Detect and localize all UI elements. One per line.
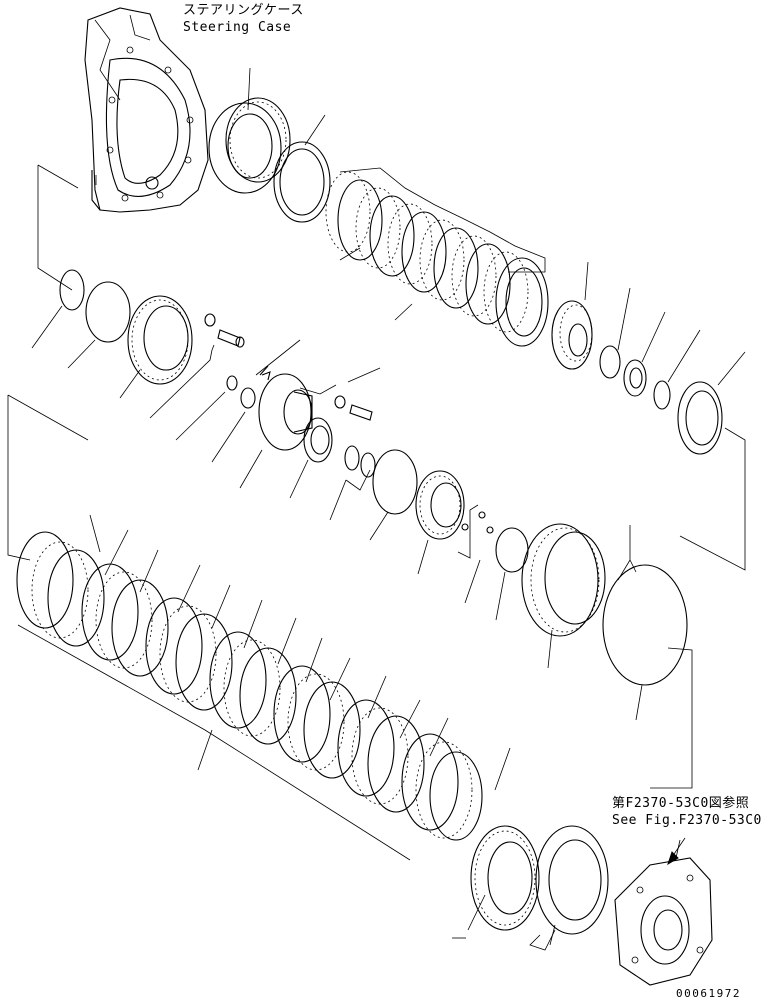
collar-pair [344,445,376,478]
snap-ring-b [653,380,671,410]
steering-case-label-en: Steering Case [183,20,292,35]
steering-case-drawing [84,7,209,213]
leader-lines [7,67,746,951]
drum [521,523,606,637]
large-o-ring [602,564,688,686]
steering-case-label-jp: ステアリングケース [183,3,304,18]
seal-ring-right [677,381,723,455]
arrow-to-cover [667,837,686,866]
seal-mid [303,417,333,463]
pressure-plate [470,825,540,931]
ball-set [461,511,494,534]
ring-gear [208,97,291,194]
hub [415,470,465,540]
end-plate [535,825,609,935]
o-ring-left-b [85,281,131,343]
drawing-number: 00061972 [676,987,741,1000]
see-fig-label-jp: 第F2370-53C0図参照 [612,796,750,811]
o-ring-mid [372,449,418,515]
thrust-washer [273,141,331,223]
bearing-a [623,359,647,397]
clutch-pack-upper [325,171,549,347]
snap-ring-a [599,345,621,379]
clutch-pack-lower [16,531,483,841]
piston-housing [127,295,193,385]
see-fig-label-en: See Fig.F2370-53C0 [612,813,762,828]
o-ring-left-a [59,269,85,311]
planet-carrier-small [551,300,593,370]
end-cover [614,857,713,986]
bolt-and-washer-top [204,313,245,348]
pin-and-bearing [226,375,256,409]
bolt-and-washer-mid [334,395,373,421]
carrier-flange [258,365,313,451]
